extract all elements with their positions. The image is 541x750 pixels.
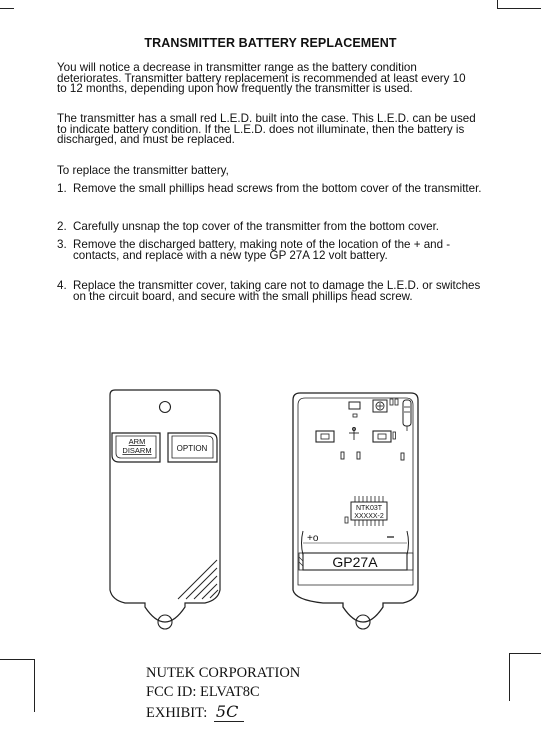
step-text: Remove the discharged battery, making no…: [73, 238, 451, 262]
arm-disarm-button[interactable]: ARM DISARM: [111, 432, 161, 463]
circuit-board-outline: [297, 397, 414, 586]
corner-mark-bottom-right: [509, 653, 541, 701]
exhibit-value: 5C: [213, 702, 245, 722]
component-icon: [352, 413, 358, 418]
step-number: 3.: [57, 238, 67, 251]
step-text: Remove the small phillips head screws fr…: [73, 182, 482, 195]
exhibit-line: EXHIBIT: 5C: [146, 702, 300, 723]
step-number: 1.: [57, 182, 67, 195]
exhibit-label: EXHIBIT:: [146, 705, 208, 721]
transmitter-interior-diagram: NTK03T XXXXX-2 +o GP27A: [292, 392, 419, 630]
arm-label: ARM: [129, 437, 146, 446]
led-icon: [158, 400, 172, 414]
chip-part-number: NTK03T: [356, 505, 383, 512]
step-4: 4. Replace the transmitter cover, taking…: [57, 279, 482, 303]
battery-icon: +o GP27A: [298, 530, 414, 571]
fcc-id: FCC ID: ELVAT8C: [146, 684, 260, 700]
step-number: 2.: [57, 220, 67, 233]
component-icon: [348, 401, 361, 410]
chip-code: XXXXX-2: [354, 513, 384, 520]
transmitter-front-diagram: ARM DISARM OPTION: [109, 389, 221, 630]
step-2: 2. Carefully unsnap the top cover of the…: [57, 220, 482, 233]
grip-hatching: [177, 559, 219, 600]
option-label: OPTION: [177, 444, 208, 453]
step-3: 3. Remove the discharged battery, making…: [57, 238, 482, 262]
option-switch-icon: [372, 430, 392, 443]
battery-type-label: GP27A: [332, 554, 378, 570]
corner-mark-top-left: [0, 0, 14, 9]
case-outline: [292, 392, 419, 623]
page-title: TRANSMITTER BATTERY REPLACEMENT: [144, 36, 397, 50]
resistor-icon: [402, 399, 412, 427]
battery-plus-terminal: +o: [307, 533, 319, 544]
company-name: NUTEK CORPORATION: [146, 665, 301, 681]
option-button[interactable]: OPTION: [167, 432, 218, 463]
disarm-label: DISARM: [122, 446, 151, 455]
corner-mark-bottom-left: [0, 659, 35, 712]
step-1: 1. Remove the small phillips head screws…: [57, 182, 482, 195]
trimmer-icon: [372, 399, 388, 413]
ic-chip-icon: NTK03T XXXXX-2: [350, 496, 388, 526]
step-number: 4.: [57, 279, 67, 292]
transmitter-case-outline: [109, 389, 221, 623]
step-text: Replace the transmitter cover, taking ca…: [73, 279, 481, 303]
keyring-hole: [157, 614, 173, 630]
keyring-hole: [355, 614, 371, 630]
paragraph-range: You will notice a decrease in transmitte…: [57, 61, 466, 95]
step-text: Carefully unsnap the top cover of the tr…: [73, 220, 440, 233]
paragraph-intro: To replace the transmitter battery,: [57, 164, 229, 177]
exhibit-footer: NUTEK CORPORATION FCC ID: ELVAT8C EXHIBI…: [146, 664, 300, 723]
arm-disarm-switch-icon: [315, 430, 335, 443]
transistor-icon: [349, 427, 359, 440]
paragraph-led: The transmitter has a small red L.E.D. b…: [57, 112, 476, 146]
corner-mark-top-right: [497, 0, 541, 9]
